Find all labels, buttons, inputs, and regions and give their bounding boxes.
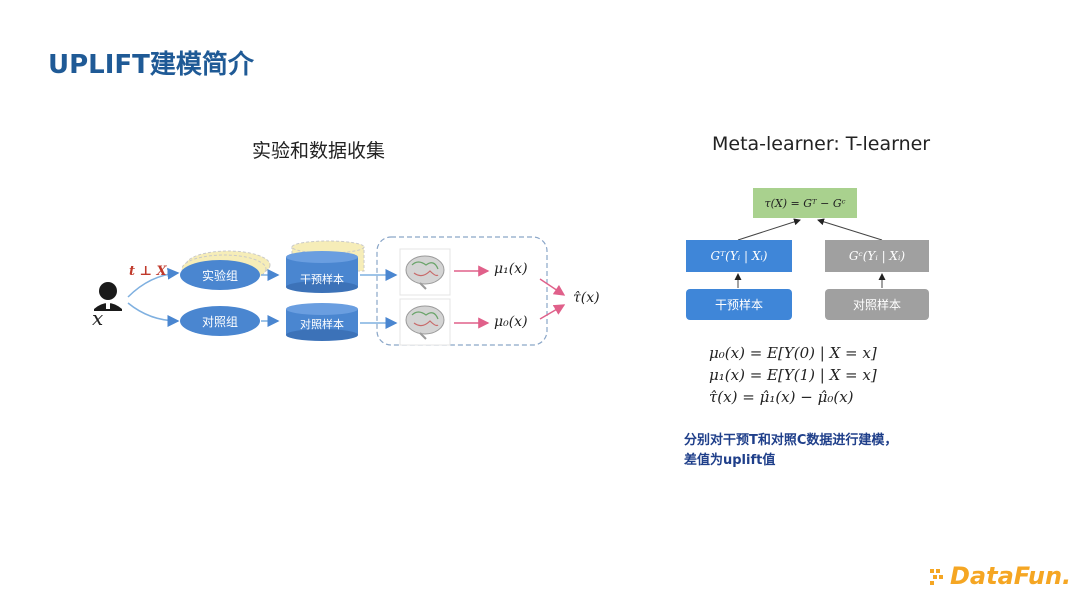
- equations: μ₀(x) = E[Y(0) | X = x] μ₁(x) = E[Y(1) |…: [709, 342, 877, 408]
- logo-dots-icon: [930, 569, 943, 585]
- slide-title: UPLIFT建模简介: [48, 50, 254, 80]
- treatment-group-label: 实验组: [201, 268, 238, 283]
- logo-text: DataFun.: [950, 562, 1072, 590]
- arrow-user-to-control: [127, 302, 180, 327]
- gt-box: Gᵀ(Yᵢ | Xᵢ): [686, 240, 792, 272]
- user-icon: [94, 282, 122, 311]
- explanation-note: 分别对干预T和对照C数据进行建模， 差值为uplift值: [684, 431, 984, 471]
- experiment-diagram: [94, 236, 566, 346]
- brain-model-icon: [399, 298, 451, 346]
- independence-label: t ⊥ X: [129, 264, 167, 279]
- arrow-user-to-treatment: [127, 267, 180, 298]
- mu0-label: μ₀(x): [494, 314, 528, 330]
- right-diagram-title: Meta-learner: T-learner: [712, 133, 931, 155]
- treatment-samples-cylinder: [286, 251, 358, 263]
- user-label: x: [92, 306, 104, 330]
- treatment-samples-label: 干预样本: [300, 274, 344, 286]
- control-samples-cylinder: [286, 303, 358, 315]
- tau-label: τ̂(x): [573, 290, 600, 306]
- treatment-samples-box: 干预样本: [686, 289, 792, 320]
- model-container: [376, 236, 548, 346]
- gc-box: Gᶜ(Yᵢ | Xᵢ): [825, 240, 929, 272]
- datafun-logo: DataFun.: [930, 562, 1071, 590]
- treatment-group-node: [180, 260, 260, 290]
- equation-mu1: μ₁(x) = E[Y(1) | X = x]: [709, 366, 877, 384]
- note-line-2: 差值为uplift值: [684, 453, 776, 468]
- equation-tau: τ̂(x) = μ̂₁(x) − μ̂₀(x): [709, 388, 854, 406]
- control-samples-box: 对照样本: [825, 289, 929, 320]
- control-samples-label: 对照样本: [300, 319, 344, 331]
- control-group-label: 对照组: [201, 314, 238, 329]
- equation-mu0: μ₀(x) = E[Y(0) | X = x]: [709, 344, 877, 362]
- mu1-label: μ₁(x): [494, 261, 528, 277]
- brain-model-icon: [399, 248, 451, 296]
- tau-box: τ(X) = Gᵀ − Gᶜ: [753, 188, 857, 218]
- left-diagram-title: 实验和数据收集: [252, 140, 386, 162]
- control-group-node: [180, 306, 260, 336]
- note-line-1: 分别对干预T和对照C数据进行建模，: [684, 433, 898, 448]
- t-learner-connectors: [734, 218, 886, 288]
